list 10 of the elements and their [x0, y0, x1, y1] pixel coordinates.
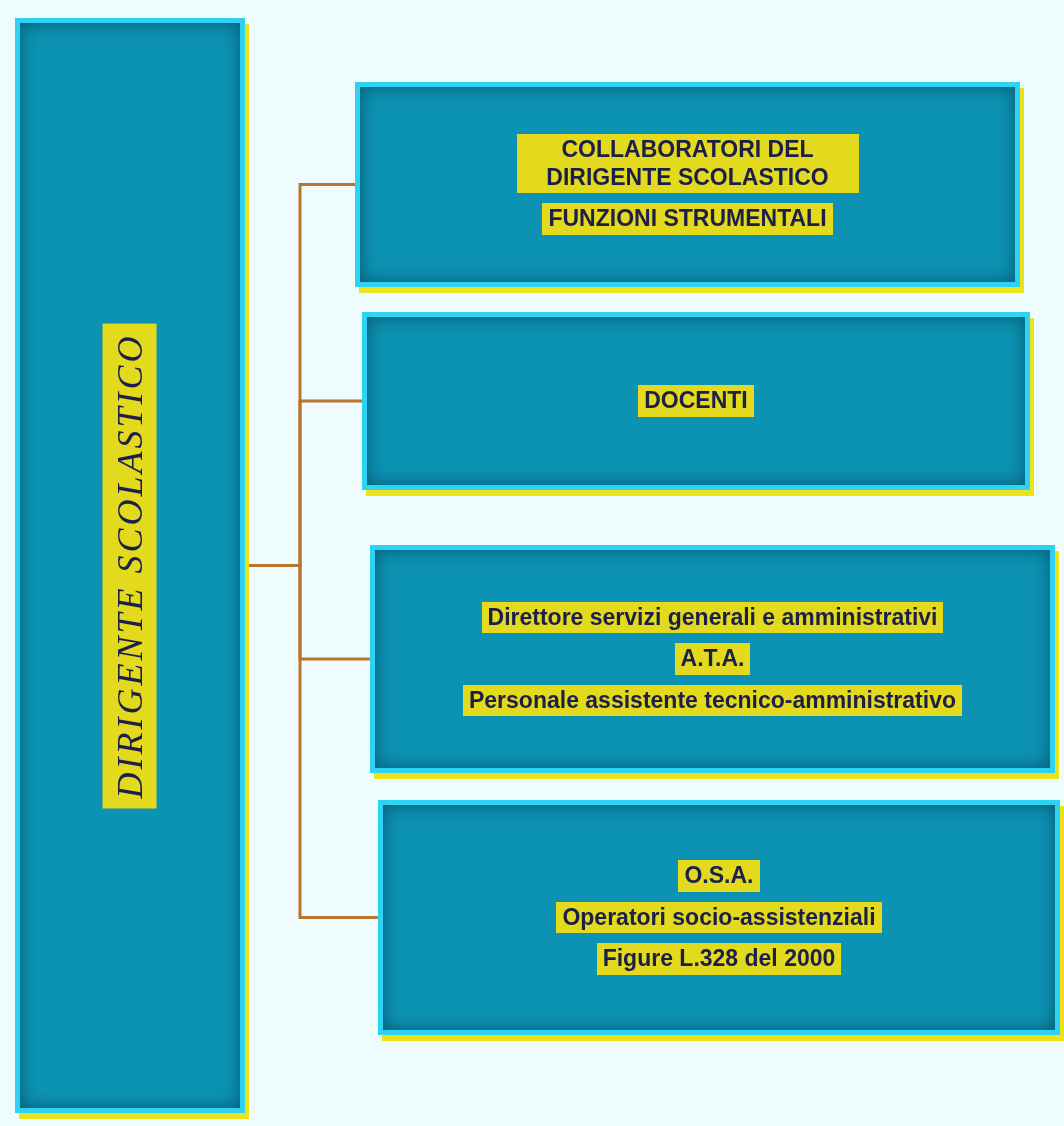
highlighted-text: Personale assistente tecnico-amministrativo — [463, 684, 962, 717]
highlighted-text: Direttore servizi generali e amministrativi — [481, 601, 944, 634]
highlighted-text: Operatori socio-assistenziali — [556, 901, 882, 934]
highlighted-text: O.S.A. — [678, 860, 760, 892]
highlighted-text: DOCENTI — [638, 385, 754, 417]
highlighted-text: FUNZIONI STRUMENTALI — [542, 203, 833, 235]
vertical-title: DIRIGENTE SCOLASTICO — [103, 323, 157, 808]
highlighted-text: Figure L.328 del 2000 — [596, 943, 842, 975]
highlighted-text: A.T.A. — [674, 643, 751, 675]
highlighted-text: COLLABORATORI DEL DIRIGENTE SCOLASTICO — [516, 134, 859, 194]
